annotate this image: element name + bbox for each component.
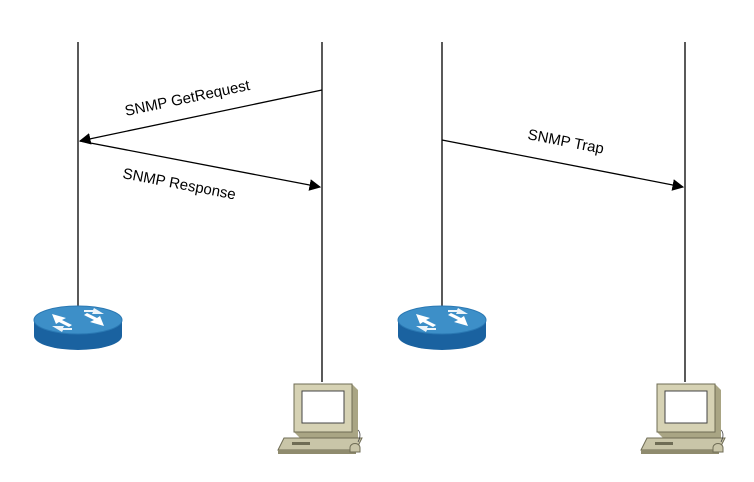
trap-arrow bbox=[441, 139, 685, 191]
response-label: SNMP Response bbox=[121, 165, 237, 203]
router-icon bbox=[33, 305, 123, 351]
response-arrow bbox=[79, 140, 322, 191]
trap-label: SNMP Trap bbox=[526, 126, 605, 157]
get-request-label: SNMP GetRequest bbox=[123, 77, 252, 120]
get-request-arrow bbox=[78, 89, 323, 145]
workstation-icon bbox=[640, 383, 726, 455]
workstation-icon bbox=[277, 383, 363, 455]
router-icon bbox=[397, 305, 487, 351]
